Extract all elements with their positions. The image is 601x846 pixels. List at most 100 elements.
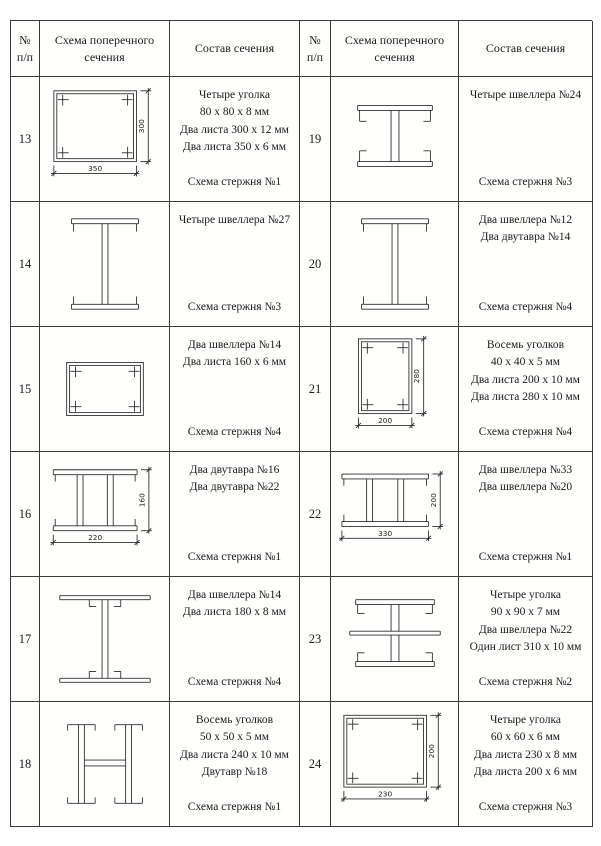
svg-text:230: 230 <box>378 789 392 798</box>
section-diagram-cell <box>40 702 170 827</box>
section-diagram <box>356 105 433 167</box>
section-diagram <box>348 599 441 667</box>
row-number: 19 <box>300 77 331 202</box>
svg-text:350: 350 <box>88 164 102 173</box>
row-number: 16 <box>11 452 40 577</box>
composition-line: Два листа 200 х 10 мм <box>471 373 580 386</box>
row-number: 21 <box>300 327 331 452</box>
composition-line: 50 х 50 х 5 мм <box>199 731 270 744</box>
scheme-label: Схема стержня №4 <box>478 426 573 438</box>
composition-line: Четыре швеллера №27 <box>178 214 291 226</box>
header-scheme-right: Схема поперечного сечения <box>331 21 459 77</box>
composition-line: Четыре уголка <box>489 589 562 601</box>
row-number: 13 <box>11 77 40 202</box>
svg-text:160: 160 <box>137 493 146 507</box>
composition-line: Один лист 310 х 10 мм <box>469 640 582 653</box>
section-diagram: 350 300 <box>50 87 151 177</box>
scheme-label: Схема стержня №2 <box>478 676 573 688</box>
composition-line: 40 х 40 х 5 мм <box>490 356 561 369</box>
header-composition-right: Состав сечения <box>459 21 593 77</box>
composition-line: Два листа 300 х 12 мм <box>180 123 289 136</box>
composition-line: Восемь уголков <box>486 339 565 351</box>
row-number: 22 <box>300 452 331 577</box>
scheme-label: Схема стержня №1 <box>187 176 282 188</box>
scheme-label: Схема стержня №3 <box>478 801 573 813</box>
svg-text:200: 200 <box>428 493 437 507</box>
svg-text:330: 330 <box>378 529 392 538</box>
header-num-left: № п/п <box>11 21 40 77</box>
scheme-label: Схема стержня №3 <box>478 176 573 188</box>
composition-line: Два швеллера №20 <box>478 481 573 494</box>
section-diagram-cell <box>40 577 170 702</box>
row-number: 20 <box>300 202 331 327</box>
section-diagram-cell <box>40 202 170 327</box>
header-scheme-left: Схема поперечного сечения <box>40 21 170 77</box>
scheme-label: Схема стержня №4 <box>478 301 573 313</box>
row-number: 24 <box>300 702 331 827</box>
sections-table: № п/п Схема поперечного сечения Состав с… <box>10 20 593 827</box>
composition-lines: Четыре уголка 60 х 60 х 6 мм Два листа 230… <box>462 712 589 781</box>
composition-line: Два листа 200 х 6 мм <box>473 765 578 778</box>
section-diagram <box>66 724 143 804</box>
composition-cell: Четыре уголка 60 х 60 х 6 мм Два листа 230… <box>459 702 593 827</box>
composition-lines: Восемь уголков 40 х 40 х 5 мм Два листа 20… <box>462 337 589 406</box>
composition-line: Два двутавра №16 <box>189 464 280 476</box>
section-diagram <box>360 218 429 310</box>
section-diagram <box>65 362 144 416</box>
section-diagram-cell <box>40 327 170 452</box>
scheme-label: Схема стержня №1 <box>187 801 282 813</box>
section-diagram: 330 200 <box>338 471 443 542</box>
header-composition-left: Состав сечения <box>170 21 300 77</box>
composition-lines: Четыре швеллера №24 <box>462 87 589 104</box>
composition-line: Два двутавра №22 <box>189 481 280 494</box>
svg-text:280: 280 <box>412 369 421 383</box>
section-diagram-cell <box>331 202 459 327</box>
section-diagram-cell: 350 300 <box>40 77 170 202</box>
composition-line: Два швеллера №12 <box>478 214 573 226</box>
scheme-label: Схема стержня №1 <box>187 551 282 563</box>
row-number: 15 <box>11 327 40 452</box>
section-diagram-cell <box>331 577 459 702</box>
composition-line: Два двутавра №14 <box>480 231 571 244</box>
composition-line: 90 х 90 х 7 мм <box>490 606 561 619</box>
svg-text:300: 300 <box>136 119 145 133</box>
composition-line: Два швеллера №14 <box>187 339 282 351</box>
composition-line: Четыре уголка <box>489 714 562 726</box>
section-diagram-cell <box>331 77 459 202</box>
svg-text:220: 220 <box>88 533 102 542</box>
composition-line: Два швеллера №33 <box>478 464 573 476</box>
document-page: № п/п Схема поперечного сечения Состав с… <box>10 20 593 827</box>
section-diagram <box>70 218 139 310</box>
composition-line: Два листа 180 х 8 мм <box>182 606 287 619</box>
header-num-right: № п/п <box>300 21 331 77</box>
composition-line: Два листа 230 х 8 мм <box>473 748 578 761</box>
scheme-label: Схема стержня №1 <box>478 551 573 563</box>
composition-line: 60 х 60 х 6 мм <box>490 731 561 744</box>
composition-lines: Четыре швеллера №27 <box>173 212 296 229</box>
composition-line: Два листа 350 х 6 мм <box>182 140 287 153</box>
composition-cell: Восемь уголков 40 х 40 х 5 мм Два листа 20… <box>459 327 593 452</box>
row-number: 23 <box>300 577 331 702</box>
scheme-label: Схема стержня №4 <box>187 426 282 438</box>
section-diagram: 220 160 <box>49 466 152 546</box>
section-diagram-cell: 220 160 <box>40 452 170 577</box>
row-number: 17 <box>11 577 40 702</box>
composition-line: Два листа 160 х 6 мм <box>182 356 287 369</box>
